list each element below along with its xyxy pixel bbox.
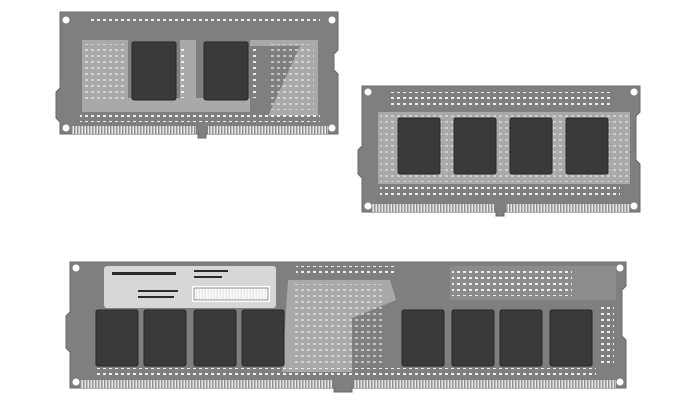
memory-chip — [549, 309, 593, 367]
small-memory-module-left — [55, 11, 339, 139]
mounting-hole — [616, 378, 624, 386]
mounting-hole — [62, 16, 70, 24]
trace-dots — [270, 44, 314, 110]
memory-chip — [397, 117, 441, 175]
small-memory-module-right — [357, 85, 641, 217]
label-text-line — [138, 290, 178, 292]
component-row — [598, 306, 614, 366]
memory-chip — [509, 117, 553, 175]
mounting-hole — [630, 88, 638, 96]
component-row — [90, 16, 320, 24]
memory-chip — [131, 41, 177, 101]
memory-chip — [203, 41, 249, 101]
label-text-line — [138, 296, 174, 298]
component-row — [296, 266, 396, 276]
component-row — [380, 184, 620, 196]
mounting-hole — [364, 202, 372, 210]
edge-connector-pins — [80, 380, 332, 388]
component-row — [80, 114, 320, 122]
edge-connector-pins — [354, 380, 616, 388]
memory-chip — [451, 309, 495, 367]
mounting-hole — [630, 202, 638, 210]
label-text-line — [112, 272, 176, 275]
memory-chip — [401, 309, 445, 367]
component-row — [96, 368, 596, 378]
mounting-hole — [364, 88, 372, 96]
mounting-hole — [328, 16, 336, 24]
mounting-hole — [72, 378, 80, 386]
mounting-hole — [616, 264, 624, 272]
memory-chip — [143, 309, 187, 367]
memory-chip — [95, 309, 139, 367]
mounting-hole — [328, 124, 336, 132]
mounting-hole — [62, 124, 70, 132]
chip-contacts — [250, 46, 256, 98]
trace-dots — [294, 284, 384, 364]
barcode — [192, 286, 270, 302]
component-row — [390, 92, 610, 106]
label-text-line — [194, 270, 228, 272]
edge-connector-pins — [372, 204, 494, 212]
memory-chip — [241, 309, 285, 367]
large-memory-module-bottom — [65, 261, 627, 393]
edge-connector-pins — [506, 204, 630, 212]
memory-chip — [565, 117, 609, 175]
memory-chip — [193, 309, 237, 367]
mounting-hole — [72, 264, 80, 272]
memory-chip — [499, 309, 543, 367]
memory-chip — [453, 117, 497, 175]
chip-contacts — [178, 46, 184, 98]
edge-connector-pins — [72, 126, 196, 134]
trace-dots — [84, 44, 124, 100]
label-text-line — [194, 276, 222, 278]
edge-connector-pins — [208, 126, 328, 134]
component-row — [452, 270, 572, 296]
